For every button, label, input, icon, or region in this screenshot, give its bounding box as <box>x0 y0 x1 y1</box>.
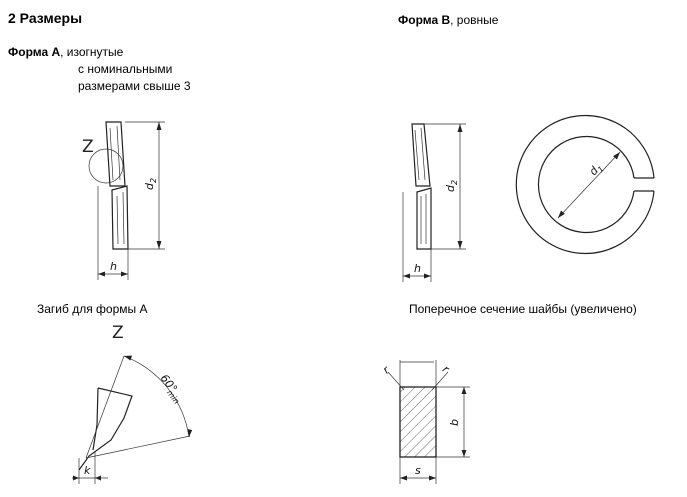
detail-circle <box>88 148 124 184</box>
section-s-label: s <box>415 464 421 477</box>
form-a-d2-label: d2 <box>143 178 158 190</box>
form-b-d1-label: d1 <box>587 160 606 179</box>
form-a-line3: размерами свыше 3 <box>78 79 191 93</box>
form-b-desc: , ровные <box>450 13 499 27</box>
section-b-label: b <box>448 419 461 426</box>
form-b-h-label: h <box>414 262 421 275</box>
section-r-right-label: r <box>440 363 453 377</box>
bend-angle-label: 60°min <box>155 372 186 406</box>
form-a-h-label: h <box>110 260 117 273</box>
form-a-z-label: Z <box>82 137 94 157</box>
form-a-side-view: Z d2 h <box>82 121 165 280</box>
section-r-left-label: r <box>380 363 393 377</box>
form-a-desc: , изогнутые <box>60 45 124 59</box>
form-a-name: Форма А <box>8 45 61 59</box>
section-hatch <box>399 386 437 458</box>
form-b-side-view: d2 h <box>402 123 466 282</box>
form-b-d2-label: d2 <box>444 180 459 192</box>
form-a-label: Форма А, изогнутые <box>8 45 123 59</box>
bend-z-label: Z <box>112 323 124 343</box>
section-caption: Поперечное сечение шайбы (увеличено) <box>409 302 637 316</box>
cross-section: r r b s <box>380 360 470 484</box>
form-a-line2: с номинальными <box>78 62 173 76</box>
section-heading: 2 Размеры <box>8 10 83 26</box>
bend-k-label: k <box>84 464 91 477</box>
form-b-name: Форма В <box>398 13 451 27</box>
bend-detail: Z 60°min k <box>72 323 193 484</box>
form-b-top-view: d1 <box>515 114 655 255</box>
form-b-label: Форма В, ровные <box>398 13 498 27</box>
bend-caption: Загиб для формы А <box>37 302 148 316</box>
